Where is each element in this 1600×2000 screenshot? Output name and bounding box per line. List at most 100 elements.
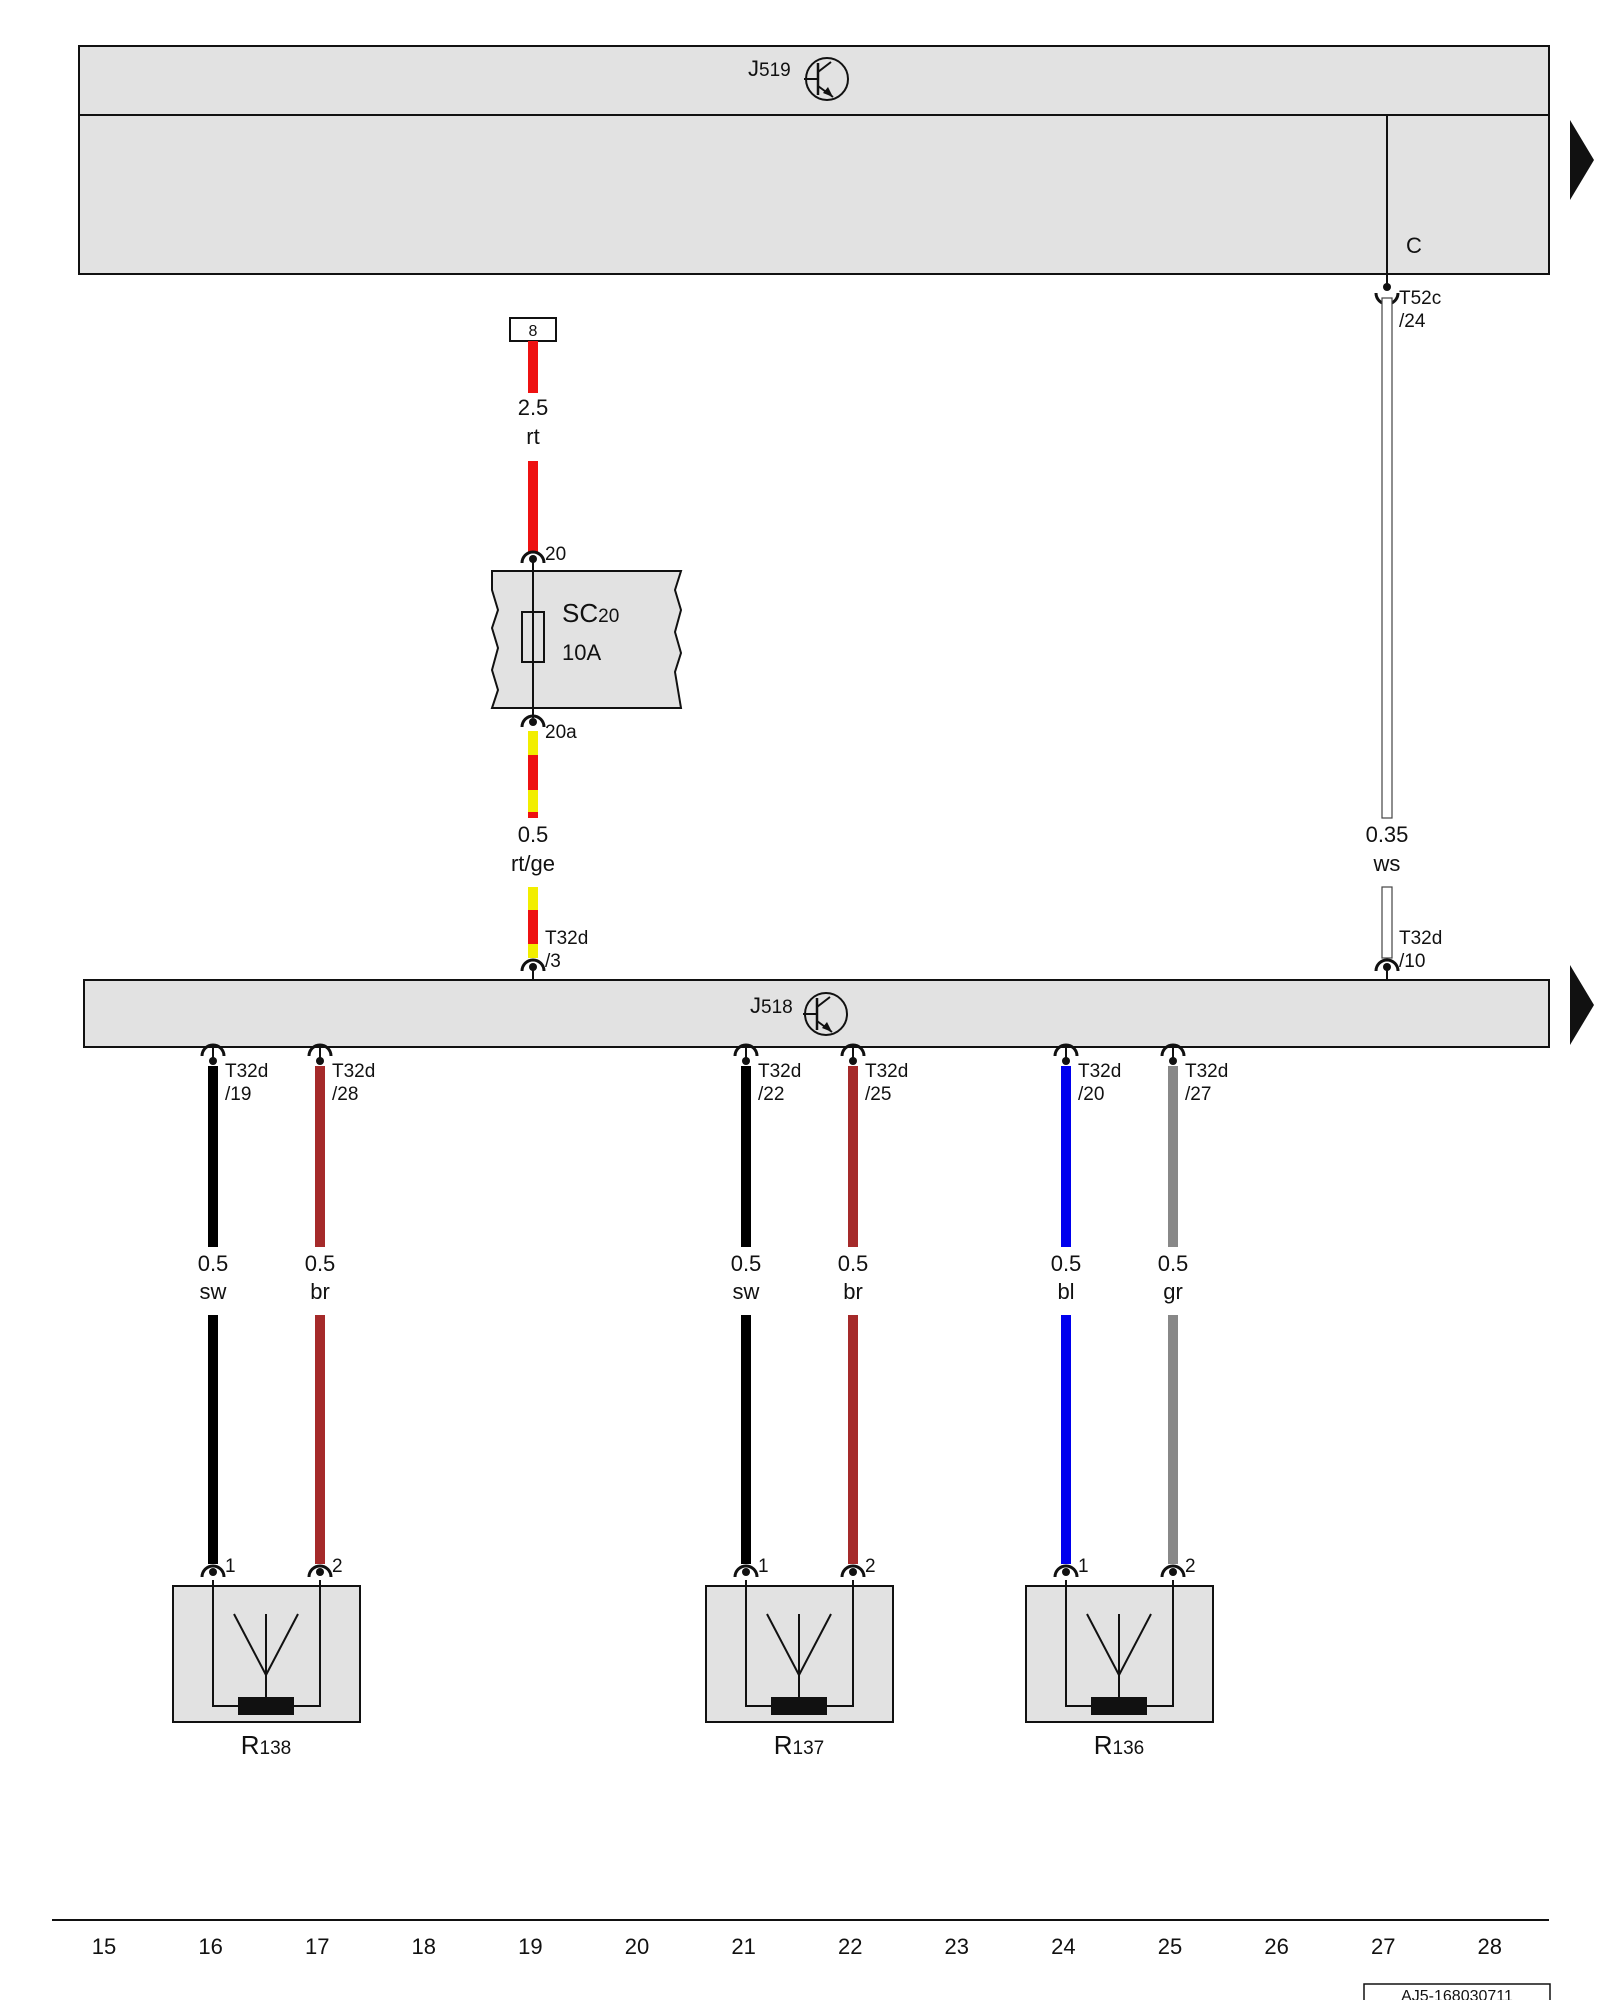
antenna-icon: [233, 1613, 299, 1715]
connector-t32d-28[interactable]: T32d/28: [307, 1043, 375, 1105]
wire-color-code: br: [843, 1279, 863, 1304]
antenna-pin[interactable]: 2: [1160, 1556, 1196, 1578]
grid-number: 17: [305, 1934, 329, 1959]
wire-w25[interactable]: T32d/27 0.5 gr 2: [1158, 1043, 1229, 1578]
antenna-r138[interactable]: R138: [172, 1580, 361, 1760]
connector-t32d-10-name: T32d: [1399, 928, 1442, 949]
fuse-icon: [521, 611, 545, 663]
wire-rtge-color-code: rt/ge: [511, 851, 555, 876]
antenna-pin[interactable]: 1: [1053, 1556, 1089, 1578]
connector-name: T32d: [865, 1061, 908, 1082]
wire-ws-color-code: ws: [1373, 851, 1401, 876]
wire-w21[interactable]: T32d/22 0.5 sw 1: [731, 1043, 802, 1578]
fuse-label: SC20: [562, 598, 619, 628]
connector-t52c-name: T52c: [1399, 288, 1441, 309]
grid-number: 18: [412, 1934, 436, 1959]
continuation-arrow-bottom[interactable]: [1570, 965, 1594, 1045]
connector-t32d-20[interactable]: T32d/20: [1053, 1043, 1121, 1105]
grid-number: 26: [1264, 1934, 1288, 1959]
fuse-pin-in[interactable]: 20: [520, 544, 566, 565]
terminal-8[interactable]: 8: [509, 317, 557, 342]
antenna-pin[interactable]: 1: [733, 1556, 769, 1578]
fuse-pin-out-label: 20a: [545, 722, 577, 743]
continuation-arrow-top[interactable]: [1570, 120, 1594, 200]
grid-number: 21: [731, 1934, 755, 1959]
antenna-pin[interactable]: 1: [200, 1556, 236, 1578]
wire-size: 0.5: [198, 1251, 229, 1276]
connector-t52c-pin: /24: [1399, 311, 1426, 332]
connector-pin: /19: [225, 1084, 251, 1105]
fuse-sc20[interactable]: SC20 10A: [490, 556, 683, 718]
wire-w24[interactable]: T32d/20 0.5 bl 1: [1051, 1043, 1122, 1578]
wire-size: 0.5: [1158, 1251, 1189, 1276]
grid-number: 23: [945, 1934, 969, 1959]
antenna-pin-label: 1: [225, 1556, 236, 1577]
connector-pin: /22: [758, 1084, 784, 1105]
wire-color-code: bl: [1057, 1279, 1074, 1304]
wire-size: 0.5: [838, 1251, 869, 1276]
connector-pin: /20: [1078, 1084, 1104, 1105]
terminal-8-label: 8: [529, 323, 538, 340]
wire-size: 0.5: [1051, 1251, 1082, 1276]
connector-name: T32d: [1185, 1061, 1228, 1082]
connector-t32d-10[interactable]: T32d /10: [1374, 928, 1442, 980]
wire-color-code: sw: [200, 1279, 227, 1304]
connector-t32d-19[interactable]: T32d/19: [200, 1043, 268, 1105]
module-j519-label: J519: [748, 56, 791, 81]
wire-color-code: gr: [1163, 1279, 1183, 1304]
wire-rt[interactable]: 2.5 rt: [518, 341, 549, 552]
connector-t32d-22[interactable]: T32d/22: [733, 1043, 801, 1105]
wire-size: 0.5: [305, 1251, 336, 1276]
wire-rt-size: 2.5: [518, 395, 549, 420]
wire-rtge[interactable]: 0.5 rt/ge: [511, 731, 555, 958]
antenna-label: R137: [774, 1730, 824, 1760]
antenna-pin-label: 1: [758, 1556, 769, 1577]
transistor-icon: [803, 992, 848, 1036]
wire-w17[interactable]: T32d/28 0.5 br 2: [305, 1043, 376, 1578]
fuse-rating: 10A: [562, 640, 601, 665]
connector-name: T32d: [1078, 1061, 1121, 1082]
wire-rt-color-code: rt: [526, 424, 539, 449]
transistor-icon: [804, 57, 849, 101]
module-j518-label: J518: [750, 993, 793, 1018]
antenna-r137[interactable]: R137: [705, 1580, 894, 1760]
antenna-pin-label: 1: [1078, 1556, 1089, 1577]
grid-number: 20: [625, 1934, 649, 1959]
doc-id: AJ5-168030711: [1401, 1988, 1513, 2000]
antenna-pin-label: 2: [332, 1556, 343, 1577]
module-j518[interactable]: J518: [83, 979, 1550, 1048]
connector-t32d-27[interactable]: T32d/27: [1160, 1043, 1228, 1105]
connector-t32d-10-pin: /10: [1399, 951, 1425, 972]
antenna-r136[interactable]: R136: [1025, 1580, 1214, 1760]
connector-t32d-25[interactable]: T32d/25: [840, 1043, 908, 1105]
antenna-label: R138: [241, 1730, 291, 1760]
connector-t32d-3[interactable]: T32d /3: [520, 928, 588, 980]
wire-color-code: sw: [733, 1279, 760, 1304]
wire-rtge-size: 0.5: [518, 822, 549, 847]
module-j519[interactable]: J519 C: [78, 45, 1550, 275]
antenna-icon: [766, 1613, 832, 1715]
fuse-pin-out[interactable]: 20a: [520, 714, 577, 743]
antenna-modules: R138 R137 R136: [172, 1580, 1214, 1760]
connector-name: T32d: [758, 1061, 801, 1082]
grid-number: 19: [518, 1934, 542, 1959]
wire-w16[interactable]: T32d/19 0.5 sw 1: [198, 1043, 269, 1578]
wire-ws[interactable]: 0.35 ws: [1366, 297, 1409, 959]
connector-t32d-3-name: T32d: [545, 928, 588, 949]
grid-number: 16: [198, 1934, 222, 1959]
grid-number: 27: [1371, 1934, 1395, 1959]
antenna-pin-label: 2: [865, 1556, 876, 1577]
wire-size: 0.5: [731, 1251, 762, 1276]
connector-pin: /25: [865, 1084, 891, 1105]
antenna-pin[interactable]: 2: [840, 1556, 876, 1578]
doc-id-box: AJ5-168030711: [1363, 1983, 1551, 2000]
grid-number: 25: [1158, 1934, 1182, 1959]
antenna-pin[interactable]: 2: [307, 1556, 343, 1578]
connector-pin: /27: [1185, 1084, 1211, 1105]
wire-w22[interactable]: T32d/25 0.5 br 2: [838, 1043, 909, 1578]
wire-color-code: br: [310, 1279, 330, 1304]
connector-t52c-24[interactable]: T52c /24: [1374, 274, 1441, 332]
grid-number: 15: [92, 1934, 116, 1959]
grid-number: 28: [1478, 1934, 1502, 1959]
